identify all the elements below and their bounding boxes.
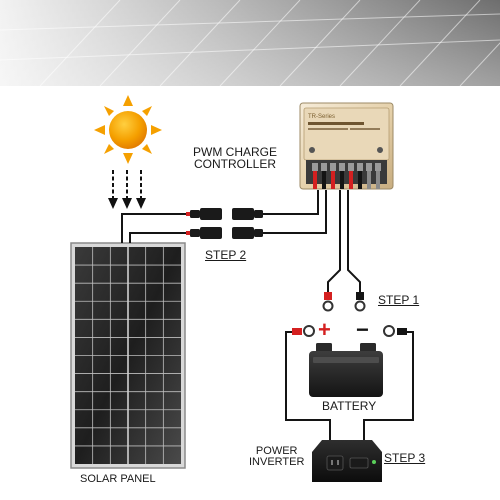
inverter-wires	[285, 331, 414, 440]
charge-controller: TR-Series	[299, 102, 394, 190]
step-3-label: STEP 3	[384, 451, 426, 465]
arrowheads	[108, 198, 146, 209]
negative-symbol: −	[356, 317, 369, 342]
controller-input-wires	[263, 190, 327, 234]
controller-brand: TR-Series	[308, 114, 335, 120]
inverter-cable-terminals	[292, 325, 407, 337]
mc4-connectors	[186, 208, 263, 239]
header-panel-photo	[0, 0, 500, 87]
controller-label: PWM CHARGE CONTROLLER	[193, 145, 277, 171]
solar-panel	[70, 242, 186, 469]
ring-terminals	[322, 292, 366, 312]
sun-icon	[94, 95, 162, 164]
battery-leads	[327, 190, 361, 298]
panel-wires	[121, 213, 190, 243]
battery-label: BATTERY	[322, 399, 377, 413]
inverter-label: POWER INVERTER	[249, 445, 305, 468]
solar-panel-label: SOLAR PANEL	[80, 473, 156, 485]
positive-symbol: +	[318, 317, 331, 342]
step-1-label: STEP 1	[378, 293, 420, 307]
power-inverter	[312, 440, 382, 482]
battery	[309, 343, 383, 397]
sunlight-arrows	[112, 170, 142, 198]
step-2-label: STEP 2	[205, 248, 247, 262]
terminal-block	[312, 163, 381, 189]
